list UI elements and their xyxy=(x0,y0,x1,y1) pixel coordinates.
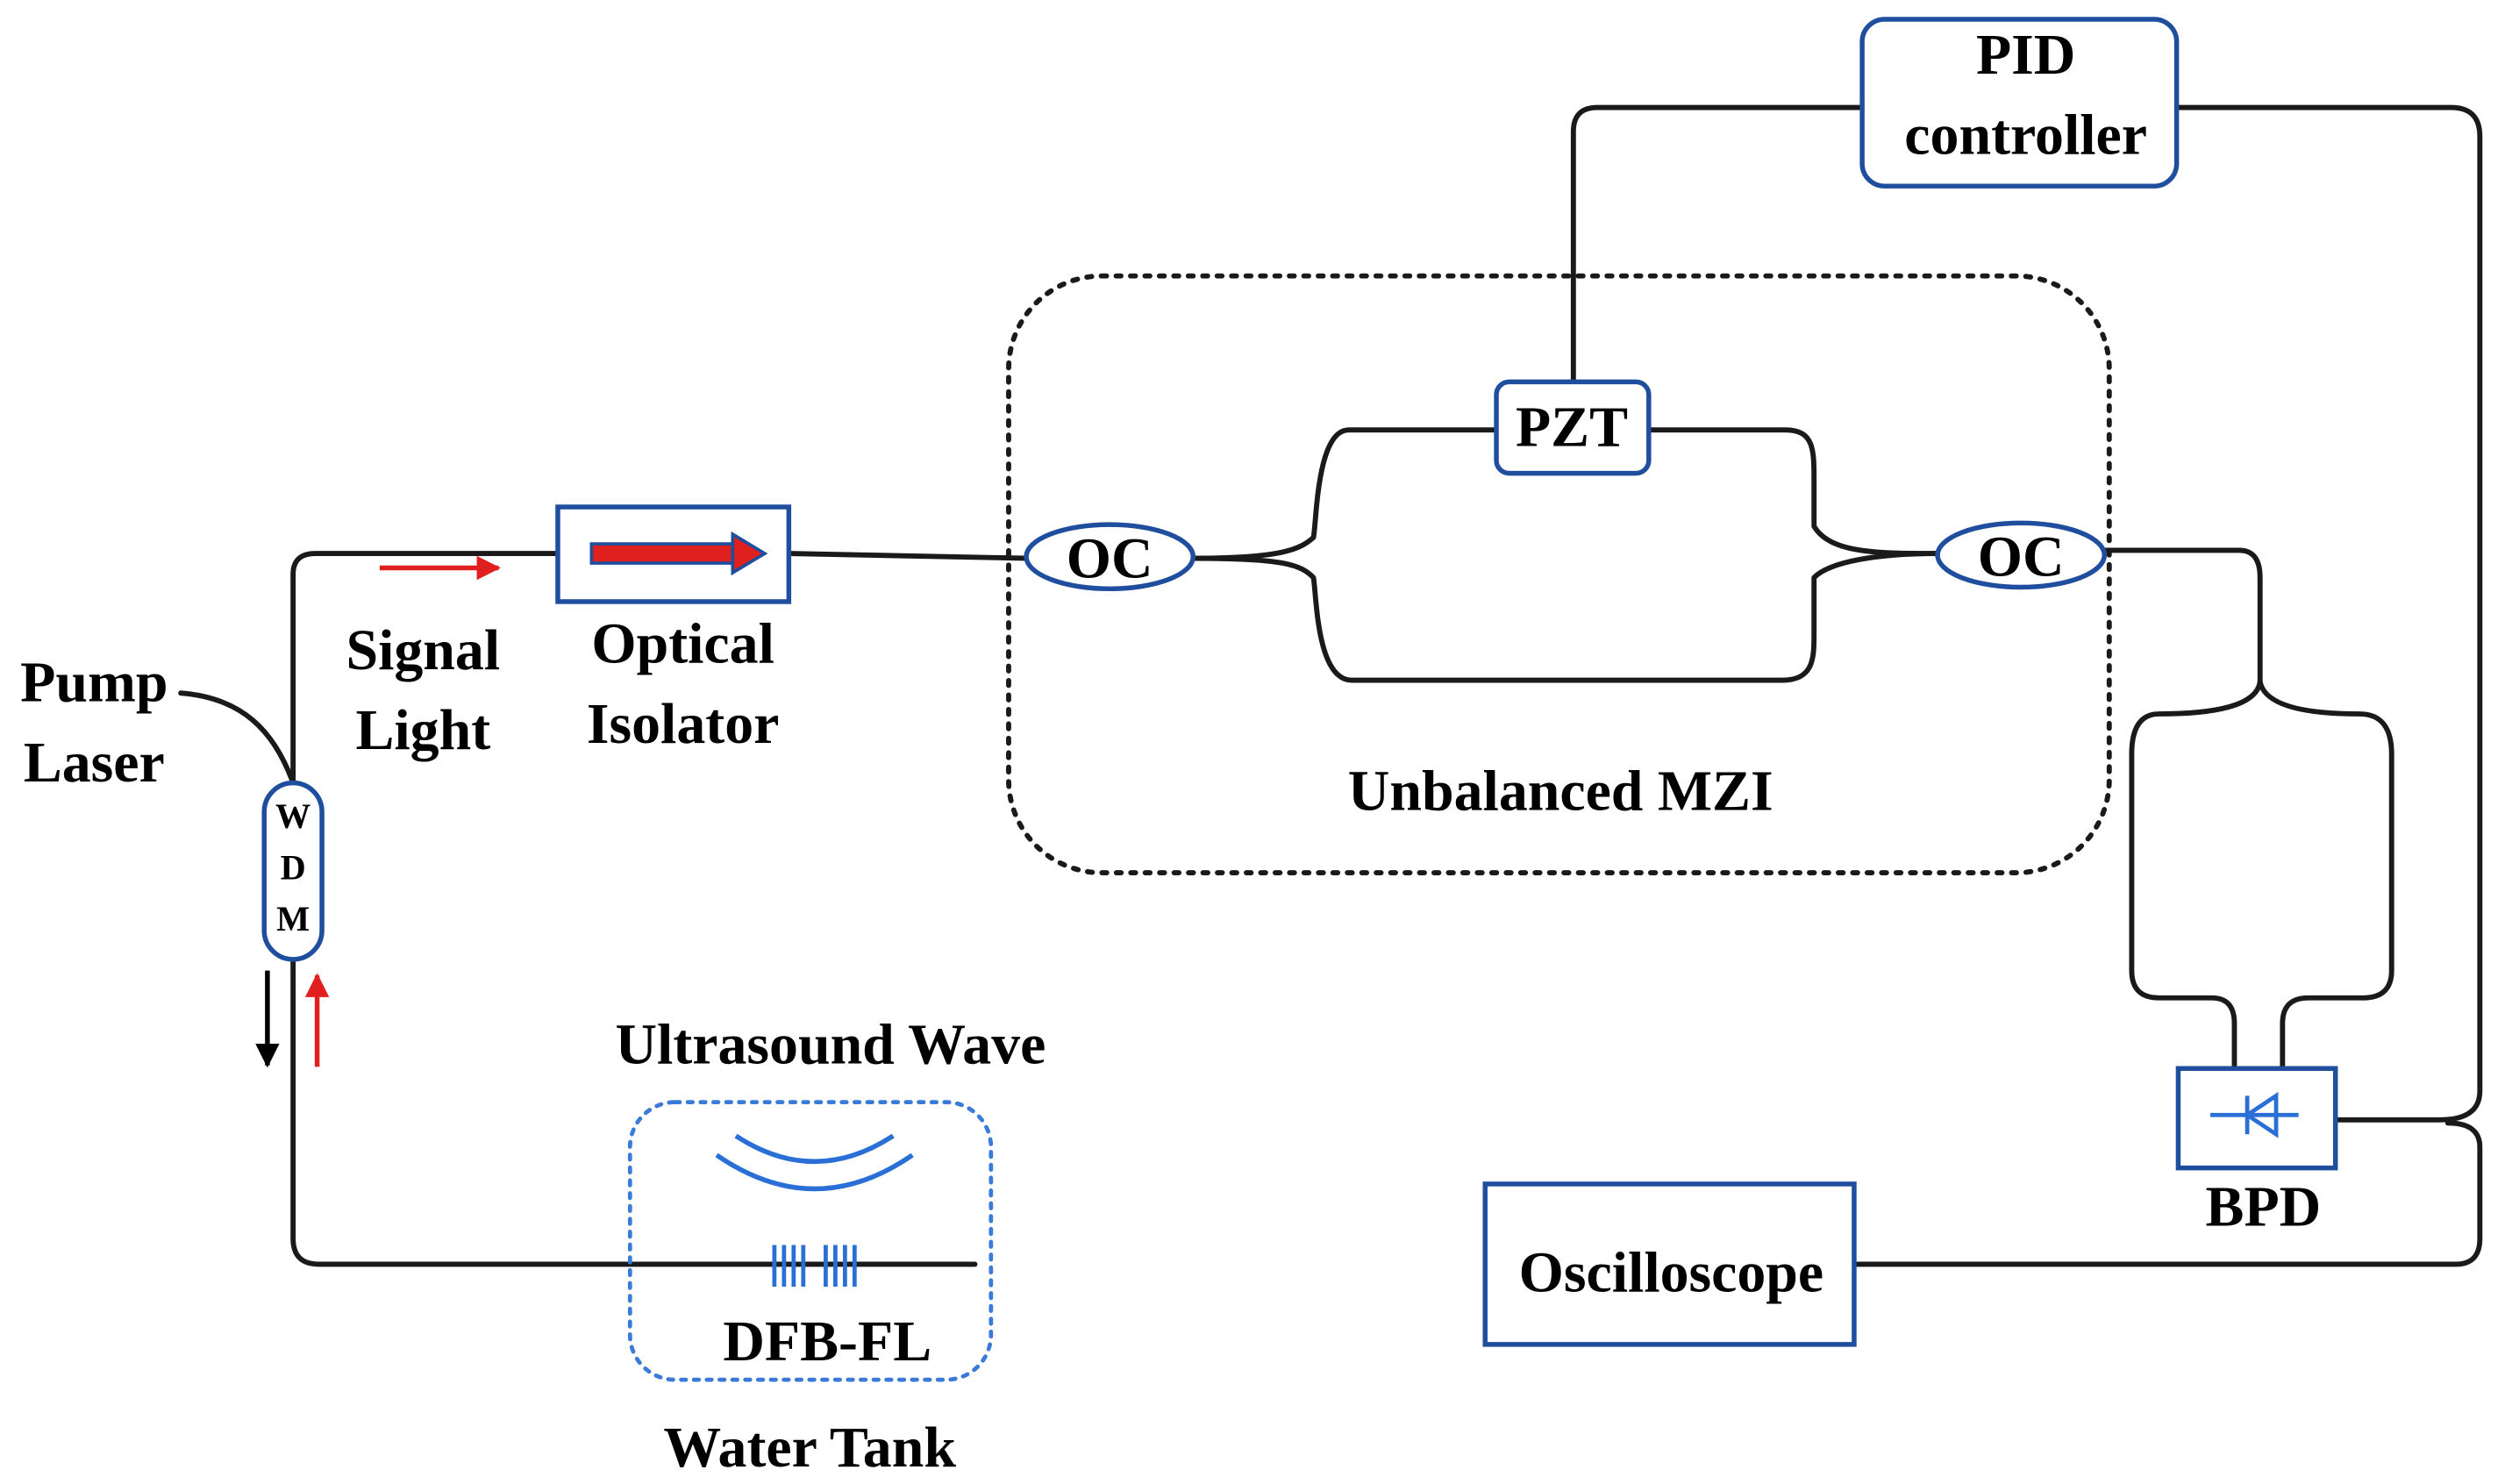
pid-controller-box xyxy=(1859,17,2180,189)
signal-label-line1: Signal xyxy=(346,618,500,682)
isolator-label-line1: Optical xyxy=(591,611,774,675)
bpd-right-input xyxy=(2257,679,2394,1072)
bpd-left-input xyxy=(2129,679,2263,1072)
coupler-right-label: OC xyxy=(1978,525,2065,589)
coupler-left-label: OC xyxy=(1067,527,1153,591)
oscilloscope-box xyxy=(1482,1181,1857,1347)
mzi-upper-arm xyxy=(1188,427,1499,561)
isolator-arrow-icon xyxy=(589,531,768,576)
pid-label-line2: controller xyxy=(1904,103,2147,168)
wdm-letter-w: W xyxy=(275,796,310,836)
water-tank-label: Water Tank xyxy=(663,1416,956,1480)
coupler-left xyxy=(1024,522,1196,592)
wdm-to-isolator-fiber xyxy=(290,551,560,786)
wdm-letter-m: M xyxy=(276,899,310,938)
coupler-right xyxy=(1935,520,2108,590)
pid-label-line1: PID xyxy=(1976,23,2075,87)
wdm-box xyxy=(261,780,325,962)
fiber-paths xyxy=(178,104,2483,1267)
pump-label-line2: Laser xyxy=(24,731,165,795)
mzi-lower-arm xyxy=(1188,551,1940,683)
isolator-label-line2: Isolator xyxy=(587,692,779,756)
ultrasound-label: Ultrasound Wave xyxy=(615,1013,1046,1077)
pid-to-pzt-wire xyxy=(1570,104,1866,385)
bpd-box xyxy=(2175,1066,2338,1171)
wdm-letter-d: D xyxy=(281,847,306,887)
oc-to-bpd-fiber xyxy=(2100,547,2263,685)
photodiode-icon xyxy=(2210,1091,2299,1138)
oscilloscope-label: Oscilloscope xyxy=(1519,1240,1823,1304)
pzt-box xyxy=(1494,379,1652,476)
oscilloscope-wire xyxy=(1852,1120,2483,1267)
dfb-label: DFB-FL xyxy=(723,1309,931,1373)
isolator-to-oc-fiber xyxy=(786,551,1031,561)
mzi-upper-arm-right xyxy=(1645,427,1940,556)
fiber-grating-icon xyxy=(772,1245,857,1288)
signal-label-line2: Light xyxy=(355,698,490,762)
wdm-to-dfb-fiber xyxy=(290,956,978,1267)
bpd-label: BPD xyxy=(2206,1175,2322,1239)
pump-fiber xyxy=(178,690,296,786)
pzt-label: PZT xyxy=(1516,396,1628,460)
pump-label-line1: Pump xyxy=(20,650,168,714)
ultrasound-wave-icon xyxy=(715,1133,914,1192)
water-tank-enclosure xyxy=(627,1100,994,1382)
pid-loop-wire xyxy=(2173,104,2483,1123)
mzi-label: Unbalanced MZI xyxy=(1348,760,1773,824)
